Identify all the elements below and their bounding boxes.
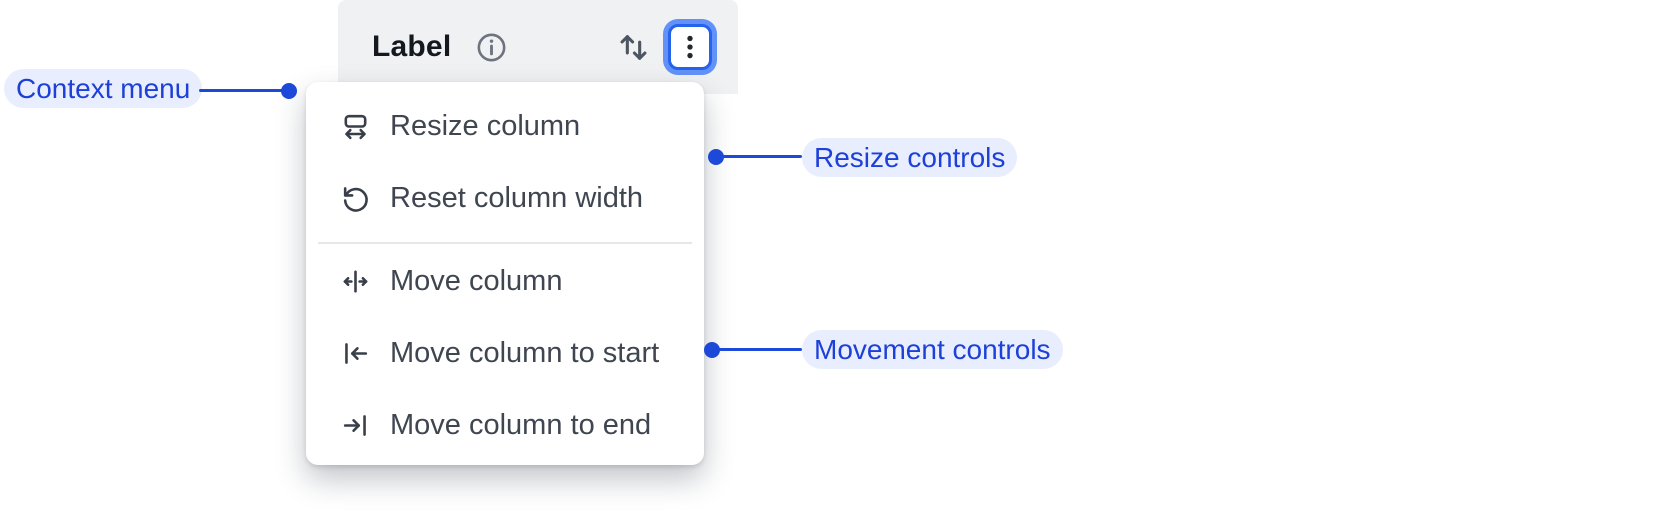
reset-column-width-icon bbox=[340, 183, 371, 214]
annotation-label: Context menu bbox=[16, 72, 191, 104]
kebab-menu-icon bbox=[677, 32, 703, 62]
sort-arrows-icon[interactable] bbox=[615, 29, 652, 66]
connector-dot-movement-controls bbox=[704, 342, 720, 358]
menu-item-resize-column[interactable]: Resize column bbox=[306, 90, 704, 162]
move-column-icon bbox=[340, 266, 371, 297]
connector-line-context-menu bbox=[199, 89, 285, 92]
info-icon[interactable] bbox=[475, 31, 508, 64]
menu-item-label: Reset column width bbox=[390, 181, 644, 214]
menu-item-move-column-to-end[interactable]: Move column to end bbox=[306, 389, 704, 461]
annotation-resize-controls: Resize controls bbox=[802, 138, 1018, 177]
menu-item-label: Resize column bbox=[390, 109, 581, 142]
column-header-label: Label bbox=[372, 30, 452, 63]
annotation-movement-controls: Movement controls bbox=[802, 330, 1063, 369]
menu-item-label: Move column to start bbox=[390, 336, 660, 369]
menu-item-move-column[interactable]: Move column bbox=[306, 245, 704, 317]
annotation-label: Movement controls bbox=[814, 333, 1051, 365]
column-header: Label bbox=[338, 0, 738, 94]
menu-item-reset-column-width[interactable]: Reset column width bbox=[306, 162, 704, 234]
move-column-to-end-icon bbox=[340, 410, 371, 441]
kebab-menu-button[interactable] bbox=[668, 24, 712, 70]
menu-item-move-column-to-start[interactable]: Move column to start bbox=[306, 317, 704, 389]
menu-item-label: Move column to end bbox=[390, 408, 652, 441]
annotation-context-menu: Context menu bbox=[4, 69, 203, 108]
menu-item-label: Move column bbox=[390, 264, 563, 297]
connector-dot-context-menu bbox=[281, 83, 297, 99]
menu-divider bbox=[318, 242, 692, 244]
annotation-label: Resize controls bbox=[814, 141, 1006, 173]
context-menu: Resize column Reset column width bbox=[306, 82, 704, 465]
connector-line-resize-controls bbox=[720, 155, 802, 158]
resize-column-icon bbox=[340, 111, 371, 142]
connector-dot-resize-controls bbox=[708, 149, 724, 165]
move-column-to-start-icon bbox=[340, 338, 371, 369]
connector-line-movement-controls bbox=[716, 348, 802, 351]
